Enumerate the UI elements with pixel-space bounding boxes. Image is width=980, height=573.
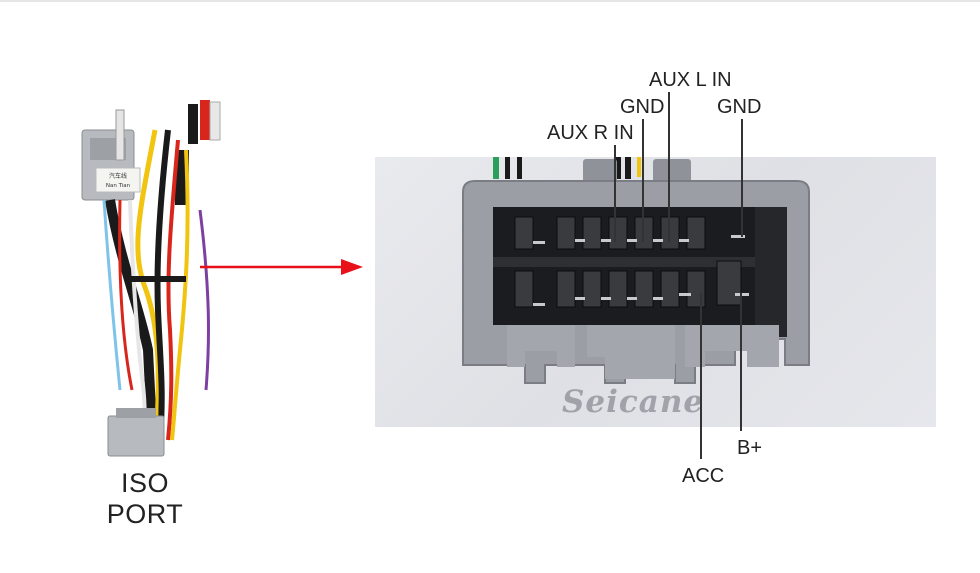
pin-label-aux-l-in: AUX L IN <box>649 69 732 91</box>
harness-tag-line2: Nan Tian <box>106 183 131 189</box>
leader-line-gnd-right <box>741 119 743 237</box>
pin-label-b-plus: B+ <box>737 437 763 459</box>
iso-port-label: ISO PORT <box>106 468 184 529</box>
harness-tag-line1: 汽车线 <box>109 172 127 180</box>
leader-line-aux-r-in <box>614 145 616 242</box>
wiring-harness-image: 汽车线 Nan Tian <box>60 90 230 460</box>
pin-label-acc: ACC <box>682 465 725 487</box>
red-arrow-icon <box>200 259 363 275</box>
pin-label-gnd-left: GND <box>620 96 665 118</box>
leader-line-acc <box>700 293 702 459</box>
pin-label-aux-r-in: AUX R IN <box>547 122 634 144</box>
leader-line-b-plus <box>740 293 742 431</box>
top-divider <box>0 0 980 2</box>
pin-label-gnd-right: GND <box>717 96 762 118</box>
leader-line-aux-l-in <box>668 92 670 242</box>
leader-line-gnd-left <box>642 119 644 242</box>
seicane-watermark: Seicane <box>562 384 705 420</box>
connector-photo: Seicane <box>375 157 936 427</box>
